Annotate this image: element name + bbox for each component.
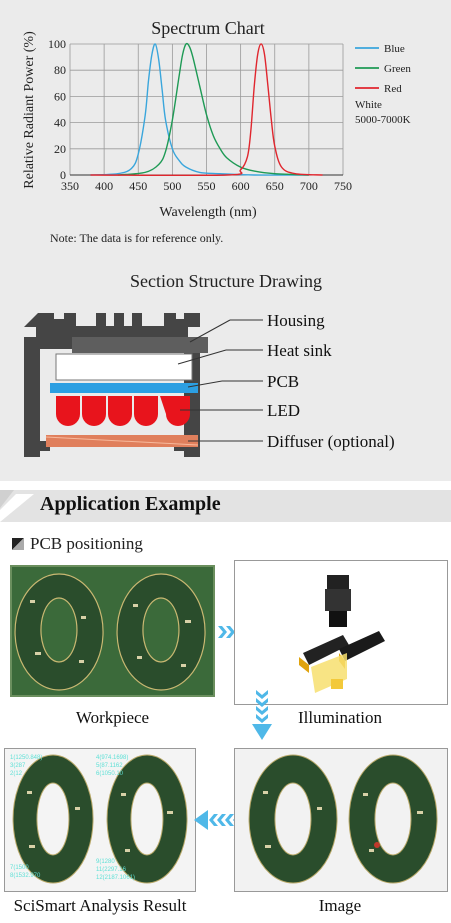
x-tick-label: 500 bbox=[163, 179, 181, 193]
series-line-red bbox=[90, 43, 323, 177]
x-axis-label: Wavelength (nm) bbox=[159, 205, 257, 220]
result-overlay-labels: 1(1250.848) 3(287 2(12 4(974.1698) 5(87.… bbox=[10, 755, 136, 881]
structure-title: Section Structure Drawing bbox=[130, 271, 322, 291]
label-heat-sink: Heat sink bbox=[267, 341, 332, 360]
pcb-positioning-heading: PCB positioning bbox=[12, 534, 143, 554]
legend-label-green: Green bbox=[384, 63, 411, 75]
series-line-green bbox=[117, 42, 309, 176]
y-tick-label: 40 bbox=[54, 116, 66, 130]
y-tick-label: 60 bbox=[54, 89, 66, 103]
banner-slash-icon bbox=[0, 490, 34, 522]
illumination-photo bbox=[234, 560, 448, 705]
x-tick-label: 400 bbox=[95, 179, 113, 193]
series-line-blue bbox=[90, 43, 309, 176]
x-tick-label: 450 bbox=[129, 179, 147, 193]
banner-title: Application Example bbox=[40, 493, 221, 515]
analysis-result-photo bbox=[4, 748, 196, 892]
x-tick-label: 550 bbox=[198, 179, 216, 193]
legend-note: 5000-7000K bbox=[355, 114, 411, 126]
caption-illumination: Illumination bbox=[297, 708, 383, 727]
legend-label-red: Red bbox=[384, 83, 402, 95]
pcb-shape bbox=[50, 383, 198, 393]
chart-grid bbox=[69, 43, 344, 176]
chart-lines bbox=[90, 42, 323, 177]
x-tick-label: 650 bbox=[266, 179, 284, 193]
caption-result: SciSmart Analysis Result bbox=[13, 896, 187, 915]
application-banner: Application Example bbox=[0, 490, 451, 522]
legend-label-blue: Blue bbox=[384, 43, 405, 55]
x-tick-label: 750 bbox=[334, 179, 352, 193]
y-tick-label: 0 bbox=[60, 168, 66, 182]
y-tick-label: 80 bbox=[54, 63, 66, 77]
arrow-down-icon bbox=[252, 690, 272, 740]
workpiece-photo bbox=[5, 560, 220, 703]
label-housing: Housing bbox=[267, 311, 325, 330]
led-shapes bbox=[56, 396, 190, 426]
legend-note: White bbox=[355, 99, 382, 111]
chart-ticks: 350 400 450 500 550 600 650 700 750 0 20 40 60 80 100 bbox=[48, 37, 352, 193]
y-axis-label: Relative Radiant Power (%) bbox=[22, 31, 37, 189]
x-tick-label: 600 bbox=[232, 179, 250, 193]
structure-drawing: Section Structure Drawing Housing Heat s… bbox=[24, 271, 395, 457]
x-tick-label: 700 bbox=[300, 179, 318, 193]
heat-sink-shape bbox=[55, 353, 193, 381]
y-tick-label: 20 bbox=[54, 142, 66, 156]
caption-image: Image bbox=[318, 896, 362, 915]
caption-workpiece: Workpiece bbox=[75, 708, 150, 727]
y-tick-label: 100 bbox=[48, 37, 66, 51]
label-diffuser: Diffuser (optional) bbox=[267, 432, 395, 451]
label-pcb: PCB bbox=[267, 372, 299, 391]
square-bullet-icon bbox=[12, 538, 24, 550]
chart-note: Note: The data is for reference only. bbox=[50, 231, 224, 245]
chart-title: Spectrum Chart bbox=[151, 18, 264, 38]
label-led: LED bbox=[267, 401, 300, 420]
x-tick-label: 350 bbox=[61, 179, 79, 193]
captured-image-photo bbox=[234, 748, 448, 892]
